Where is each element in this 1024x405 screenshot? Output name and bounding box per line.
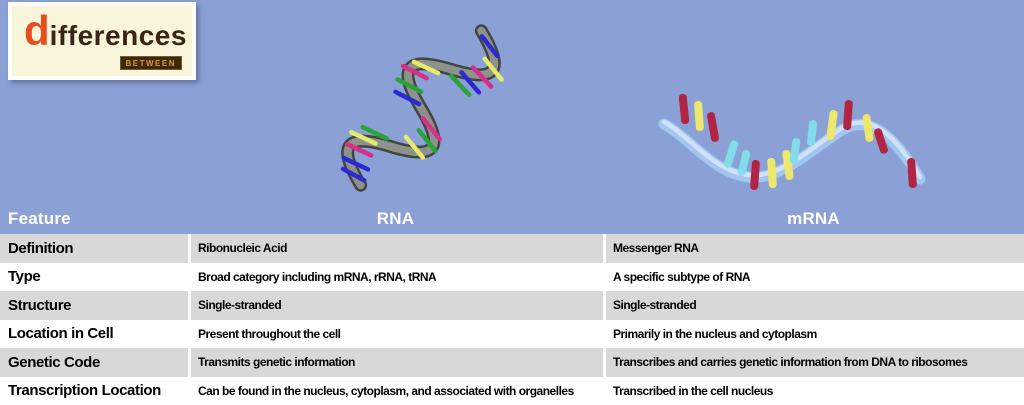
logo-letter-d: d [24, 7, 50, 54]
column-header-feature: Feature [8, 208, 71, 228]
mrna-value: Transcribed in the cell nucleus [603, 376, 1024, 405]
rna-base-rungs [340, 34, 504, 183]
mrna-value: Primarily in the nucleus and cytoplasm [603, 319, 1024, 348]
rna-helix-illustration [340, 24, 504, 192]
rna-value: Present throughout the cell [188, 319, 603, 348]
table-row-location-in-cell: Location in Cell Present throughout the … [0, 319, 1024, 348]
feature-label: Genetic Code [8, 353, 100, 371]
table-row-genetic-code: Genetic Code Transmits genetic informati… [0, 348, 1024, 377]
comparison-table: Feature RNA mRNA Definition Ribonucleic … [0, 203, 1024, 405]
rna-value: Can be found in the nucleus, cytoplasm, … [188, 376, 603, 405]
mrna-value: Messenger RNA [603, 234, 1024, 263]
feature-label: Definition [8, 239, 74, 257]
rna-value: Ribonucleic Acid [188, 234, 603, 263]
column-header-mrna: mRNA [787, 208, 840, 228]
table-row-transcription-location: Transcription Location Can be found in t… [0, 376, 1024, 405]
feature-label: Type [8, 268, 41, 286]
table-row-definition: Definition Ribonucleic Acid Messenger RN… [0, 234, 1024, 263]
mrna-strand-illustration [657, 94, 927, 191]
rna-value: Transmits genetic information [188, 348, 603, 377]
rna-value: Single-stranded [188, 291, 603, 320]
logo-wordmark-rest: ifferences [49, 20, 187, 51]
column-header-rna: RNA [376, 208, 415, 228]
feature-label: Structure [8, 296, 72, 314]
logo-between-badge: BETWEEN [119, 56, 182, 70]
mrna-nucleotide-pegs [678, 94, 917, 191]
mrna-value: Transcribes and carries genetic informat… [603, 348, 1024, 377]
mrna-value: Single-stranded [603, 291, 1024, 320]
feature-label: Transcription Location [8, 382, 161, 400]
table-header-row: Feature RNA mRNA [0, 203, 1024, 234]
rna-value: Broad category including mRNA, rRNA, tRN… [188, 262, 603, 291]
feature-label: Location in Cell [8, 325, 114, 343]
table-row-type: Type Broad category including mRNA, rRNA… [0, 262, 1024, 291]
table-row-structure: Structure Single-stranded Single-strande… [0, 291, 1024, 320]
mrna-value: A specific subtype of RNA [603, 262, 1024, 291]
